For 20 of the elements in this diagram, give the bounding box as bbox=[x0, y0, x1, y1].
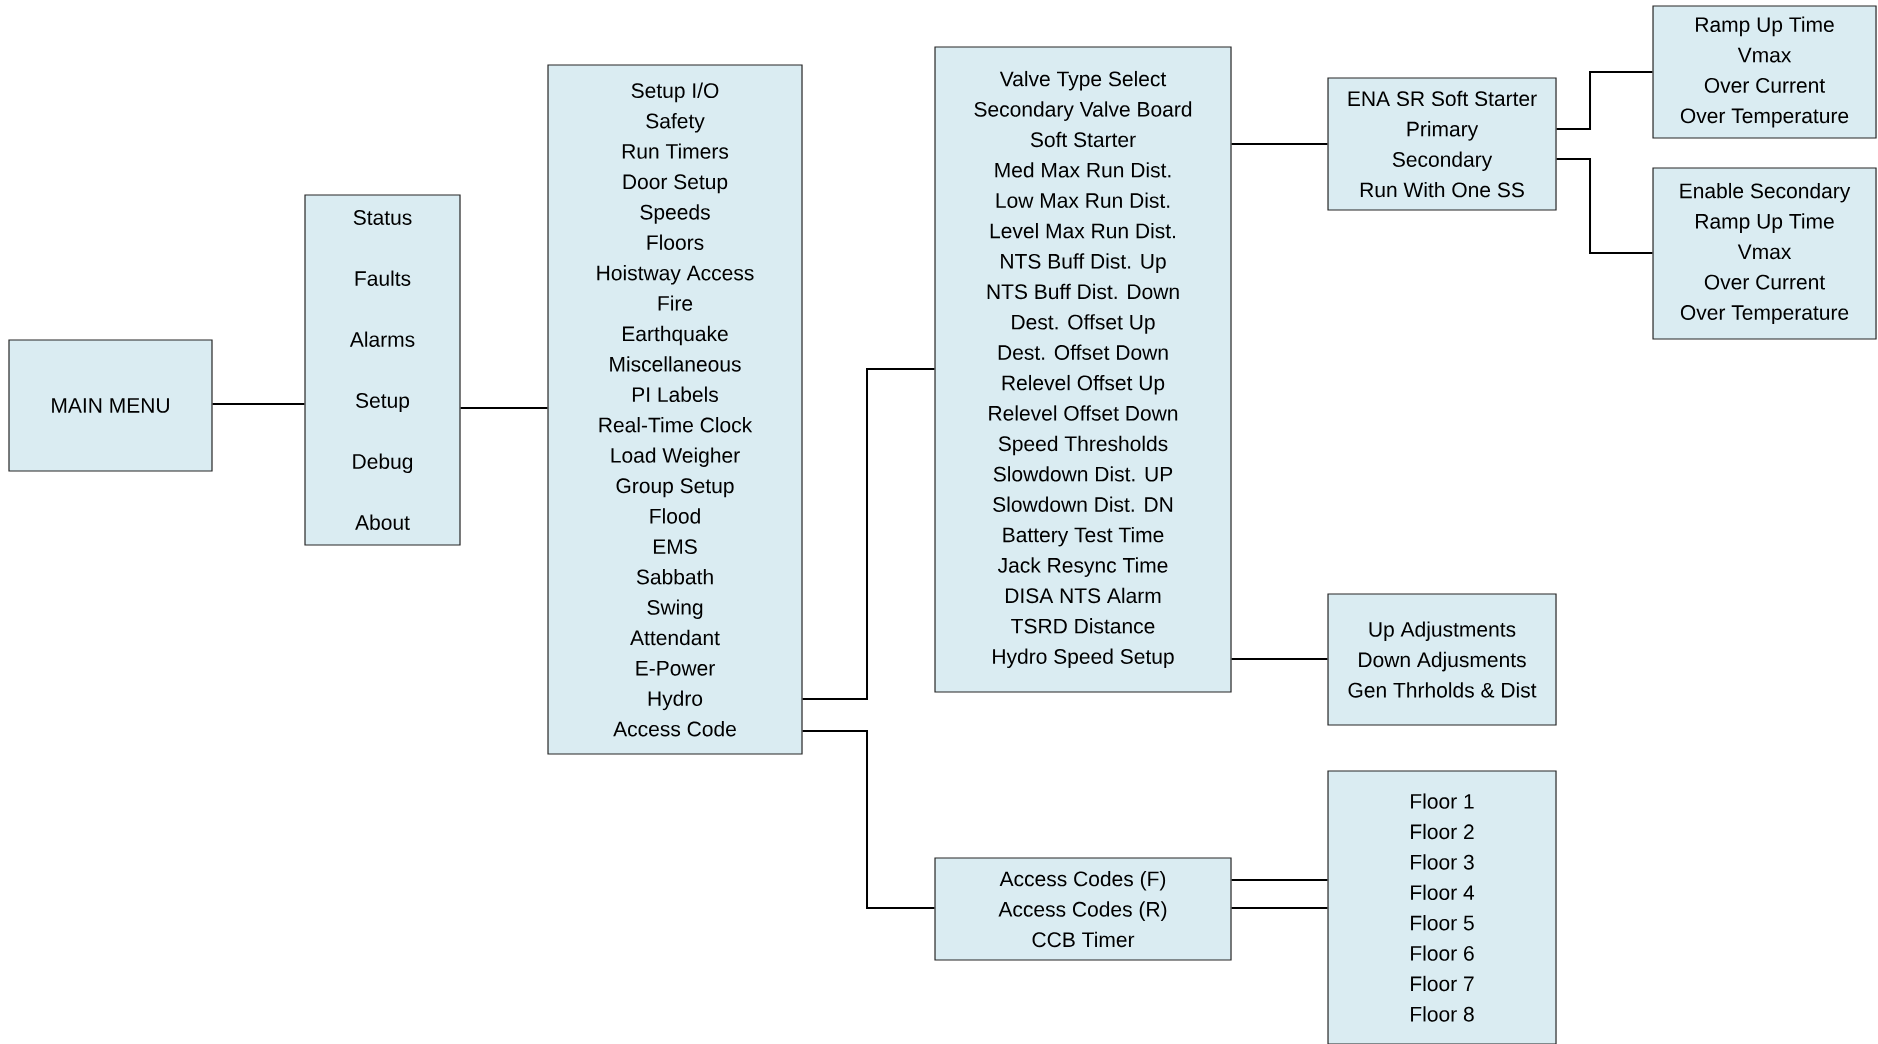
menu-box: Valve Type Select Secondary Valve Board Soft Starter Med Max Run Dist. Low Max Run Dist. Level Max Run Dist. NTS Buff Dist. Up NTS Buff Dist. Down Dest. Offset Up Dest. Offset Down Relevel Offset Up Relevel Offset Down Speed Thresholds Slowdown Dist. UP Slowdown Dist. DN Battery Test Time Jack Resync Time DISA NTS Alarm TSRD Distance Hydro Speed Setup bbox=[934, 46, 1232, 693]
menu-box: Floor 1 Floor 2 Floor 3 Floor 4 Floor 5 Floor 6 Floor 7 Floor 8 bbox=[1327, 770, 1557, 1044]
connector-line bbox=[459, 407, 549, 409]
connector-line bbox=[1555, 158, 1654, 254]
menu-box: Enable Secondary Ramp Up Time Vmax Over Current Over Temperature bbox=[1652, 167, 1877, 340]
connector-line bbox=[1230, 658, 1329, 660]
menu-box: Ramp Up Time Vmax Over Current Over Temperature bbox=[1652, 5, 1877, 139]
menu-box: Setup I/O Safety Run Timers Door Setup Speeds Floors Hoistway Access Fire Earthquake Miscellaneous PI Labels Real-Time Clock Load Weigher Group Setup Flood EMS Sabbath Swing Attendant E-Power Hydro Access Code bbox=[547, 64, 803, 755]
menu-box: Access Codes (F) Access Codes (R) CCB Timer bbox=[934, 857, 1232, 961]
connector-line bbox=[1555, 71, 1654, 130]
menu-box: MAIN MENU bbox=[8, 339, 213, 472]
connector-line bbox=[211, 403, 306, 405]
menu-box: Status Faults Alarms Setup Debug About bbox=[304, 194, 461, 546]
connector-line bbox=[1230, 143, 1329, 145]
connector-line bbox=[1230, 907, 1329, 909]
menu-box: ENA SR Soft Starter Primary Secondary Run With One SS bbox=[1327, 77, 1557, 211]
connector-line bbox=[801, 730, 936, 909]
menu-box: Up Adjustments Down Adjusments Gen Thrholds & Dist bbox=[1327, 593, 1557, 726]
connector-line bbox=[1230, 879, 1329, 881]
connector-line bbox=[801, 368, 936, 700]
